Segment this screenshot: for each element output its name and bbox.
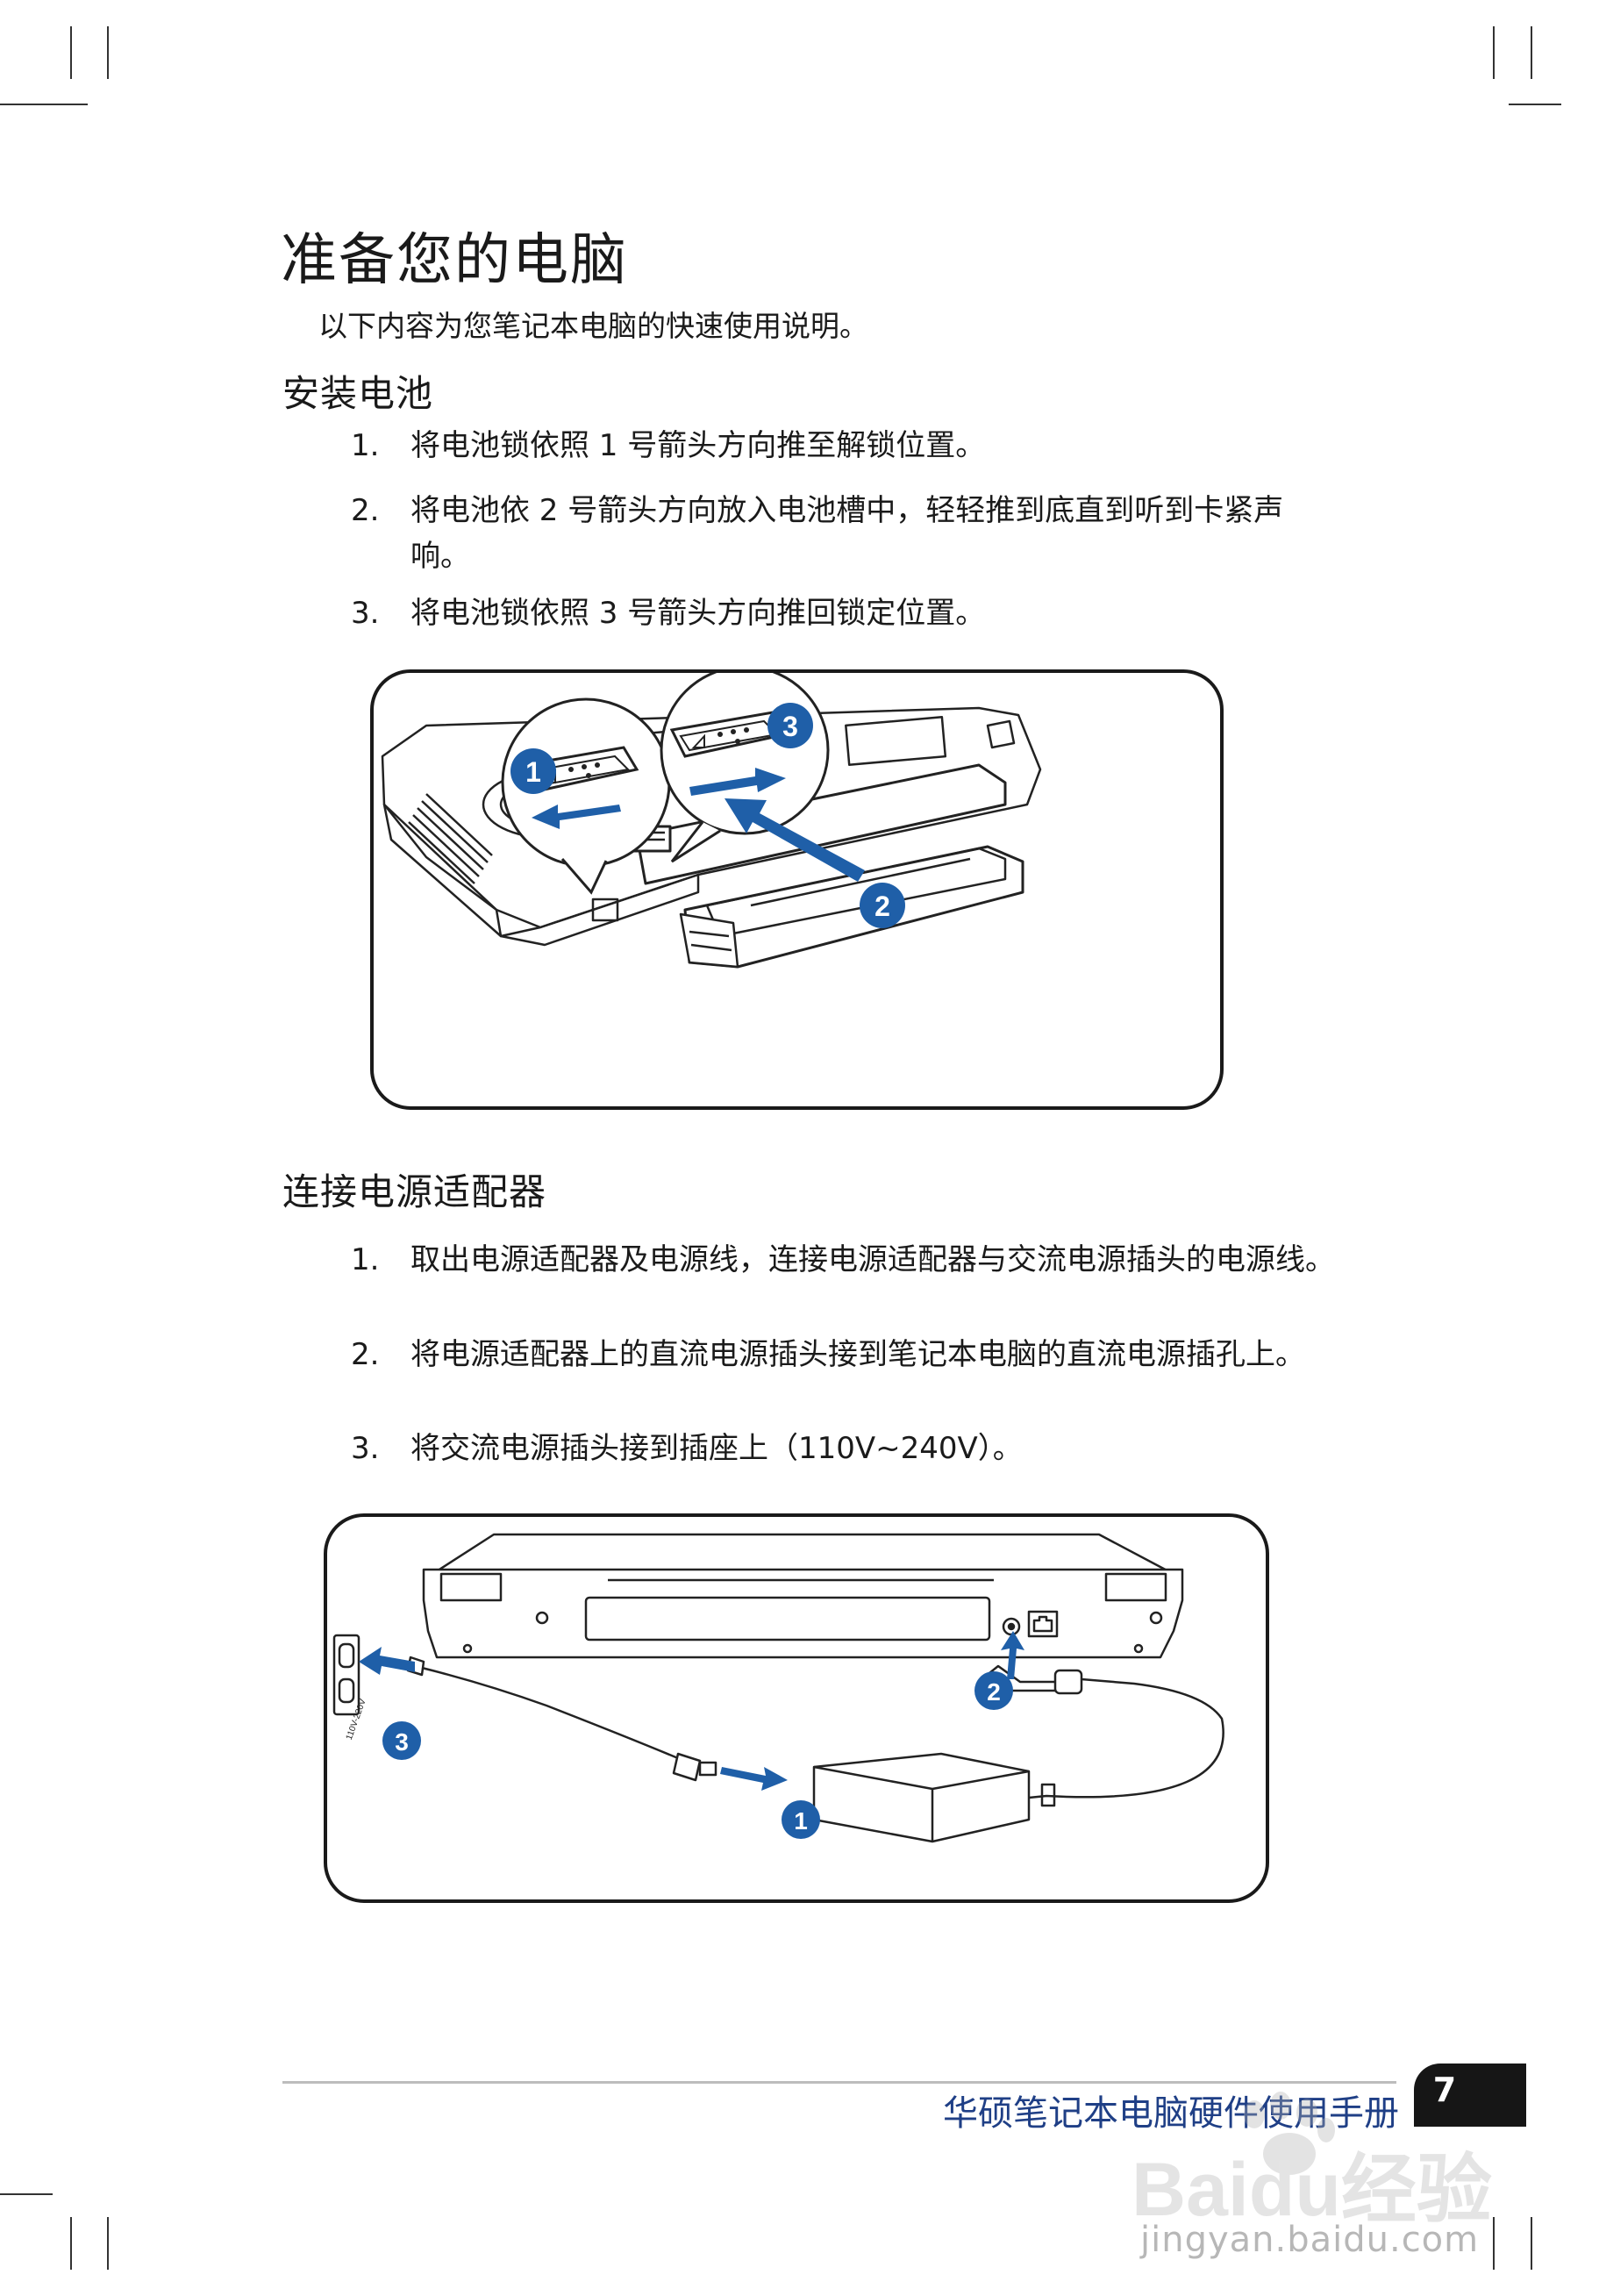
callout-badge: 1 xyxy=(510,748,556,794)
outlet-label: 110V-220V xyxy=(345,1698,368,1742)
baidu-jingyan-watermark: Baidu经验 xyxy=(1131,2092,1492,2232)
crop-mark xyxy=(1531,2217,1532,2270)
callout-number: 2 xyxy=(987,1678,1001,1706)
callout-badge: 1 xyxy=(782,1800,820,1839)
step-number: 1. xyxy=(351,428,380,463)
step-number: 3. xyxy=(351,596,380,631)
page-number: 7 xyxy=(1432,2071,1457,2109)
power-adapter-illustration: 110V-220V 1 2 3 xyxy=(332,1533,1224,1843)
step-number: 2. xyxy=(351,1337,380,1372)
crop-mark xyxy=(1493,26,1495,79)
crop-mark xyxy=(1493,2217,1495,2270)
crop-mark xyxy=(107,26,109,79)
intro-text: 以下内容为您笔记本电脑的快速使用说明。 xyxy=(318,309,868,343)
watermark-logo: Baidu经验 xyxy=(1131,2148,1492,2232)
crop-mark xyxy=(70,26,72,79)
step-text: 将电源适配器上的直流电源插头接到笔记本电脑的直流电源插孔上。 xyxy=(410,1337,1305,1372)
page-title: 准备您的电脑 xyxy=(281,228,628,293)
watermark-url: jingyan.baidu.com xyxy=(1140,2220,1480,2260)
crop-mark xyxy=(1509,104,1561,105)
callout-number: 1 xyxy=(794,1807,808,1835)
crop-mark xyxy=(70,2217,72,2270)
step-number: 1. xyxy=(351,1242,380,1277)
callout-badge: 2 xyxy=(974,1671,1013,1710)
crop-mark xyxy=(1531,26,1532,79)
power-adapter-figure: 110V-220V 1 2 3 xyxy=(324,1513,1269,1903)
footer-title: 华硕笔记本电脑硬件使用手册 xyxy=(943,2093,1399,2134)
crop-mark xyxy=(0,104,53,105)
callout-badge: 3 xyxy=(382,1721,421,1760)
callout-number: 1 xyxy=(525,756,541,788)
battery-installation-figure: 1 2 3 xyxy=(370,669,1224,1110)
step-text: 将交流电源插头接到插座上（110V~240V）。 xyxy=(410,1431,1023,1466)
step-number: 2. xyxy=(351,493,380,528)
callout-number: 3 xyxy=(395,1728,409,1756)
crop-mark xyxy=(107,2217,109,2270)
section-heading-power: 连接电源适配器 xyxy=(282,1170,547,1213)
crop-mark xyxy=(35,104,88,105)
footer-rule xyxy=(282,2081,1396,2084)
crop-mark xyxy=(0,2193,53,2195)
step-text: 取出电源适配器及电源线，连接电源适配器与交流电源插头的电源线。 xyxy=(410,1242,1335,1277)
callout-number: 2 xyxy=(874,891,890,922)
laptop-battery-illustration: 1 2 3 xyxy=(381,673,1042,969)
step-text: 将电池依 2 号箭头方向放入电池槽中，轻轻推到底直到听到卡紧声响。 xyxy=(410,493,1284,574)
step-text: 将电池锁依照 1 号箭头方向推至解锁位置。 xyxy=(410,428,986,463)
section-heading-battery: 安装电池 xyxy=(282,372,434,415)
step-text: 将电池锁依照 3 号箭头方向推回锁定位置。 xyxy=(410,596,986,631)
callout-badge: 2 xyxy=(860,883,905,928)
callout-badge: 3 xyxy=(767,703,813,748)
step-number: 3. xyxy=(351,1431,380,1466)
page-number-box xyxy=(1414,2064,1526,2127)
callout-number: 3 xyxy=(782,711,798,742)
